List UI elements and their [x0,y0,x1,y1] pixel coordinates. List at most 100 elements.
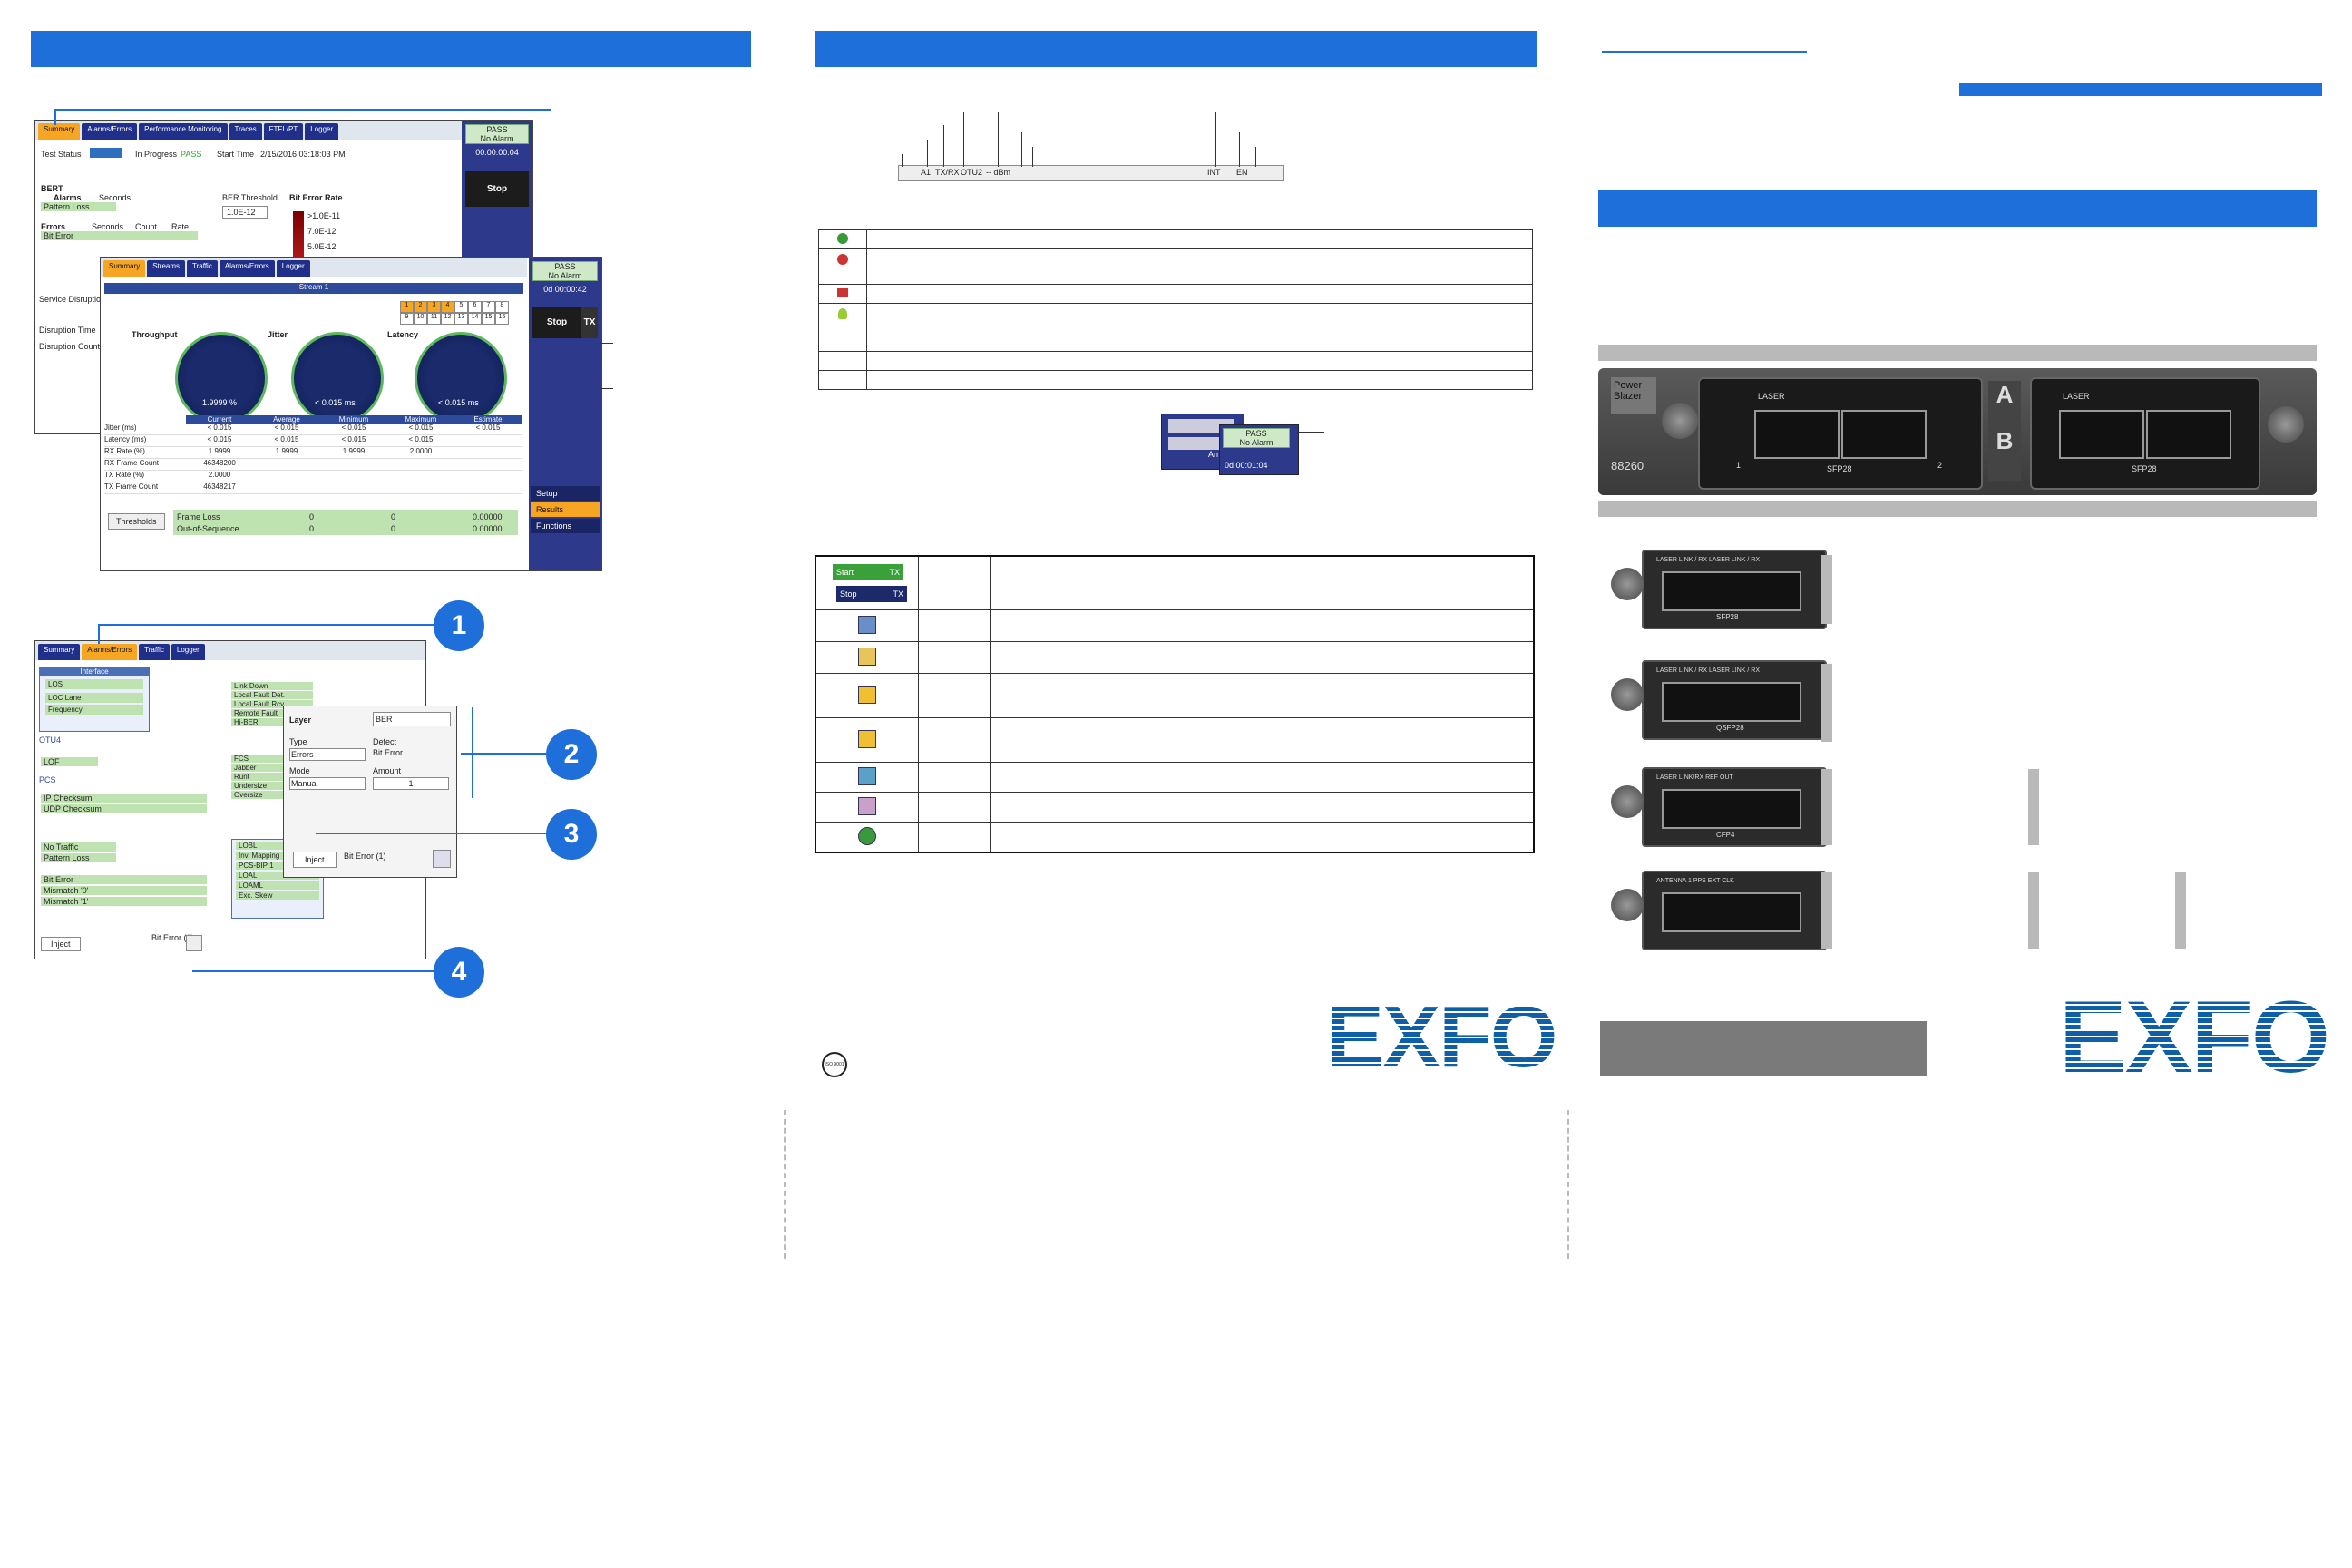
pass-indicator: PASS [181,150,202,159]
results-cell [387,482,454,493]
module-type-label: CFP4 [1716,831,1735,839]
stream-number[interactable]: 11 [427,313,441,325]
thresholds-button[interactable]: Thresholds [108,513,165,530]
ber-threshold-field[interactable]: 1.0E-12 [222,206,268,219]
inner-tx-button[interactable]: TX [581,307,598,338]
amount-field[interactable]: 1 [373,777,449,790]
stream-number[interactable]: 4 [441,301,454,313]
module-thumbscrew[interactable] [1611,568,1644,600]
inner-verdict: PASS No Alarm [532,261,598,281]
module-thumbscrew[interactable] [1611,889,1644,921]
alarm-tab-logger[interactable]: Logger [171,644,205,660]
port-b2[interactable] [2146,410,2231,459]
port-a1[interactable] [1754,410,1840,459]
interface-group: Interface LOS LOC Lane Frequency [39,667,150,732]
stream-number[interactable]: 12 [441,313,454,325]
module-port[interactable] [1662,789,1801,829]
port-bay-a: LASER SFP28 1 2 [1698,377,1983,490]
thumbscrew-left[interactable] [1662,403,1698,439]
inner-tab-traffic[interactable]: Traffic [187,260,218,277]
inner-tab-streams[interactable]: Streams [147,260,186,277]
collapse-icon[interactable] [433,850,451,868]
inner-tab-summary[interactable]: Summary [103,260,146,277]
section-header-bar-1 [31,31,751,67]
inject-button[interactable]: Inject [293,852,337,868]
stream-number[interactable]: 3 [427,301,441,313]
module-thumbscrew[interactable] [1611,785,1644,818]
stream-number[interactable]: 10 [414,313,427,325]
port-a2[interactable] [1841,410,1927,459]
module-port-labels: ANTENNA 1 PPS EXT CLK [1656,878,1734,884]
network-red-icon [837,288,848,297]
layer-dropdown[interactable]: BER [373,712,451,726]
disruption-count-label: Disruption Count [39,342,101,351]
results-row-label: TX Rate (%) [104,471,145,479]
stream-number[interactable]: 8 [495,301,509,313]
inner-tab-logger[interactable]: Logger [276,260,310,277]
tab-summary[interactable]: Summary [38,123,81,140]
stream-number[interactable]: 13 [454,313,468,325]
tab-ftfl-pt[interactable]: FTFL/PT [263,123,304,140]
stream-number[interactable]: 16 [495,313,509,325]
tab-logger[interactable]: Logger [305,123,339,140]
stream-number[interactable]: 1 [400,301,414,313]
port-b-labels: LASER [2063,392,2090,401]
menu-results[interactable]: Results [531,502,600,517]
module-port[interactable] [1662,682,1801,722]
module-bottom-rule [1598,501,2317,517]
sb-pointer-1 [902,154,903,167]
results-cell [320,459,387,470]
streams-screen: Summary Streams Traffic Alarms/Errors Lo… [100,257,602,571]
alarm-tab-traffic[interactable]: Traffic [139,644,170,660]
thumbscrew-right[interactable] [2268,406,2304,443]
tab-alarms-errors[interactable]: Alarms/Errors [82,123,138,140]
callout-2: 2 [546,729,597,780]
menu-setup[interactable]: Setup [531,486,600,501]
type-dropdown[interactable]: Errors [289,748,366,761]
stop-button[interactable]: Stop [465,171,529,207]
expand-icon-small[interactable] [186,935,202,951]
inject-button-small[interactable]: Inject [41,937,81,951]
count-heading: Count [135,222,158,231]
stream-number[interactable]: 6 [468,301,482,313]
results-cell [320,482,387,493]
tab-traces[interactable]: Traces [229,123,262,140]
inner-stop-button[interactable]: Stop [532,307,581,338]
loc-lane-row: LOC Lane [45,693,143,703]
mode-dropdown[interactable]: Manual [289,777,366,790]
port-b1[interactable] [2059,410,2144,459]
stream-number[interactable]: 15 [482,313,495,325]
stream-number[interactable]: 5 [454,301,468,313]
latency-label: Latency [387,330,419,339]
results-cell: < 0.015 [341,435,366,443]
reset-icon [858,767,876,785]
results-cell: 2.0000 [409,447,433,455]
stream-number[interactable]: 7 [482,301,495,313]
frame-loss-label: Frame Loss [177,512,220,521]
module-thumbscrew[interactable] [1611,678,1644,711]
menu-functions[interactable]: Functions [531,519,600,533]
module-port[interactable] [1662,571,1801,611]
stream-number[interactable]: 2 [414,301,427,313]
inner-tabs: Summary Streams Traffic Alarms/Errors Lo… [101,258,527,277]
mini-pass: PASS [1245,429,1267,438]
alarm-tab-summary[interactable]: Summary [38,644,81,660]
inject-dialog: Layer BER Type Errors Defect Bit Error M… [283,706,457,878]
results-col-header: Maximum [405,415,437,424]
alarm-tab-alarms[interactable]: Alarms/Errors [82,644,138,660]
stream-number[interactable]: 14 [468,313,482,325]
pattern-loss-alarm-row: Pattern Loss [41,853,116,862]
tab-performance-monitoring[interactable]: Performance Monitoring [139,123,228,140]
iso-logo: ISO 9001 [822,1052,847,1077]
callout-line-2-h [461,753,548,755]
exfo-logo-right: EXFO [2059,980,2330,1094]
module-port[interactable] [1662,892,1801,932]
stream-number[interactable]: 9 [400,313,414,325]
inner-tab-alarms[interactable]: Alarms/Errors [219,260,275,277]
letter-b: B [1996,427,2014,454]
